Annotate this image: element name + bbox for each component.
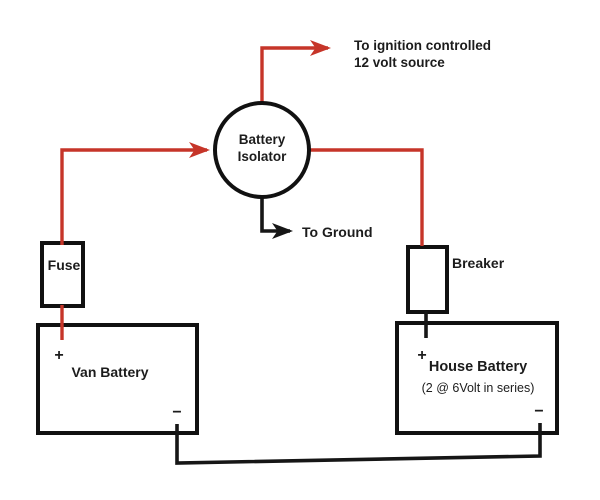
van-battery-negative-terminal: − <box>172 404 181 421</box>
fuse-label: Fuse <box>48 257 81 273</box>
hot-wire-fuse-to-isolator <box>60 142 210 245</box>
negative-bus-wire <box>175 423 542 465</box>
ground-note-label: To Ground <box>302 224 373 240</box>
ignition-note-line1: To ignition controlled <box>354 38 491 53</box>
hot-wire-to-ignition <box>260 40 331 103</box>
house-battery-label: House Battery <box>429 359 527 375</box>
house-battery-box <box>395 321 559 435</box>
breaker-box <box>406 245 449 314</box>
house-battery-negative-terminal: − <box>534 403 543 420</box>
ignition-note-line2: 12 volt source <box>354 55 445 70</box>
breaker-label: Breaker <box>452 255 505 271</box>
ground-wire <box>260 198 293 239</box>
battery-isolator-label-line2: Isolator <box>238 149 288 164</box>
hot-wire-isolator-to-breaker <box>309 148 424 246</box>
van-battery-box <box>36 323 199 435</box>
van-battery-positive-terminal: + <box>54 347 63 364</box>
battery-isolator-circle <box>213 101 311 199</box>
house-battery-positive-terminal: + <box>417 347 426 364</box>
battery-isolator-label-line1: Battery <box>239 132 286 147</box>
fuse-box <box>40 241 85 308</box>
van-battery-label: Van Battery <box>71 364 148 380</box>
house-battery-config-label: (2 @ 6Volt in series) <box>422 381 535 395</box>
